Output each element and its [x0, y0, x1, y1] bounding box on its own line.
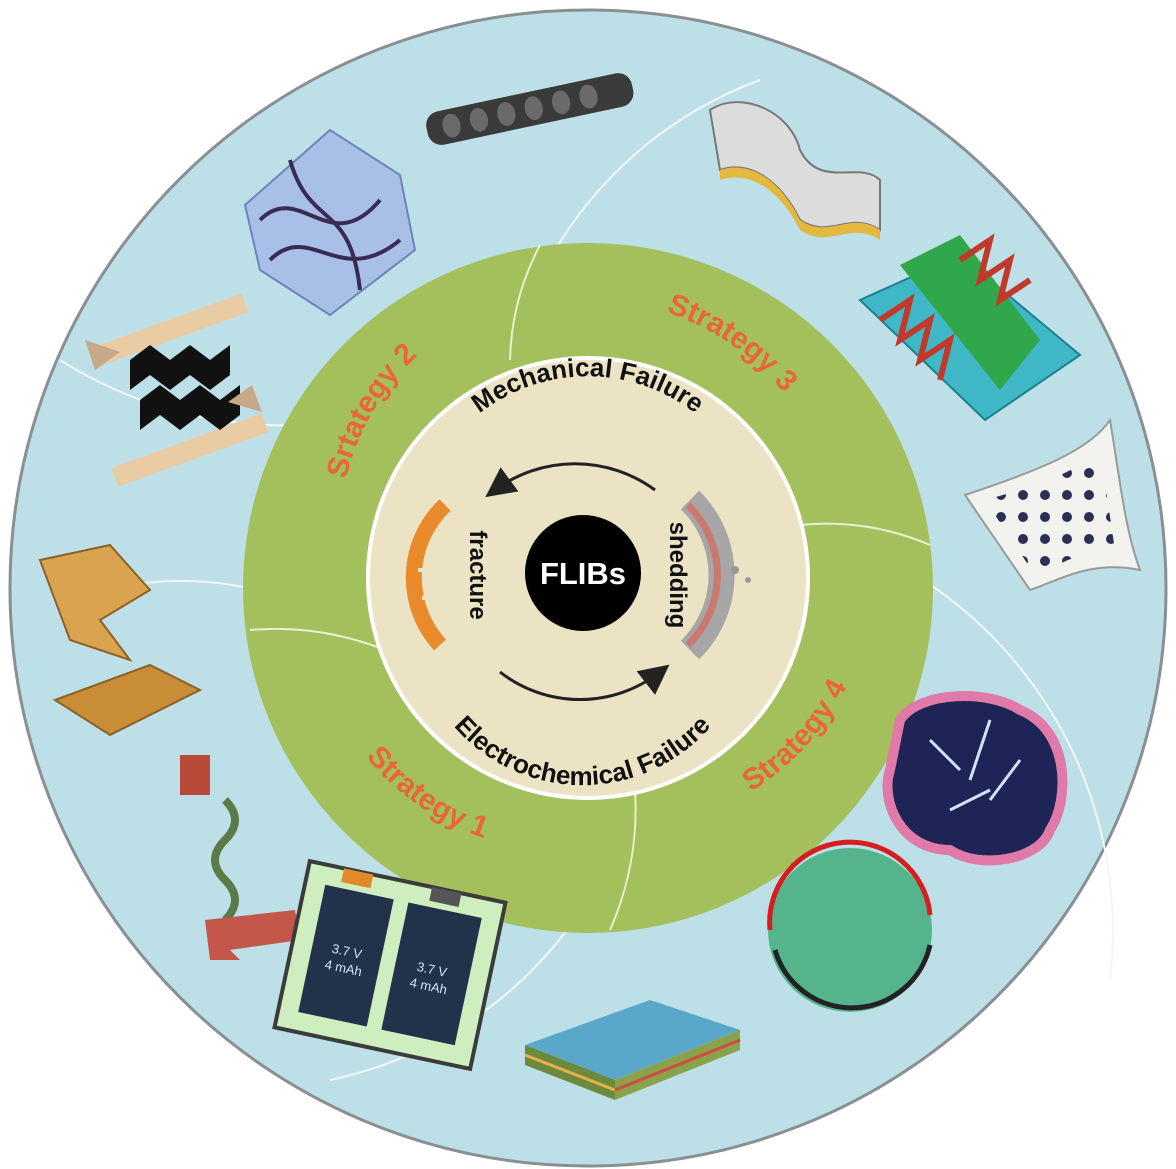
ring-divider: [509, 244, 541, 361]
compression-structure-illustration: [85, 293, 269, 487]
ring-divider: [249, 627, 381, 649]
serpentine-interconnect-illustration: [180, 755, 300, 960]
shedding-label: shedding: [664, 522, 691, 629]
coated-particle-illustration: [767, 839, 933, 1012]
battery-pack-illustration: 3.7 V 4 mAh 3.7 V 4 mAh: [272, 858, 508, 1072]
ring-divider: [609, 789, 637, 931]
wavy-electrode-illustration: [708, 101, 881, 240]
cell-label-a-2: 3.7 V: [416, 959, 449, 980]
cell-label-a: 3.7 V: [331, 941, 364, 962]
woven-mesh-illustration: [243, 128, 417, 317]
helical-wire-illustration: [858, 233, 1082, 422]
perforated-sheet-illustration: [963, 417, 1142, 592]
fracture-electrode-icon: [405, 499, 451, 651]
electrochemical-arrow: [499, 664, 670, 701]
mechanical-arrow: [485, 462, 656, 498]
shedding-electrode-icon: [680, 490, 751, 660]
flibs-label: FLIBs: [540, 556, 626, 591]
layered-film-illustration: [524, 1000, 741, 1100]
origami-fold-illustration: [38, 543, 203, 737]
fracture-label: fracture: [464, 530, 491, 619]
fiber-electrode-illustration: [426, 73, 634, 145]
ring-divider: [799, 522, 931, 546]
cracked-particle-illustration: [882, 691, 1068, 866]
flibs-core: [525, 515, 641, 631]
